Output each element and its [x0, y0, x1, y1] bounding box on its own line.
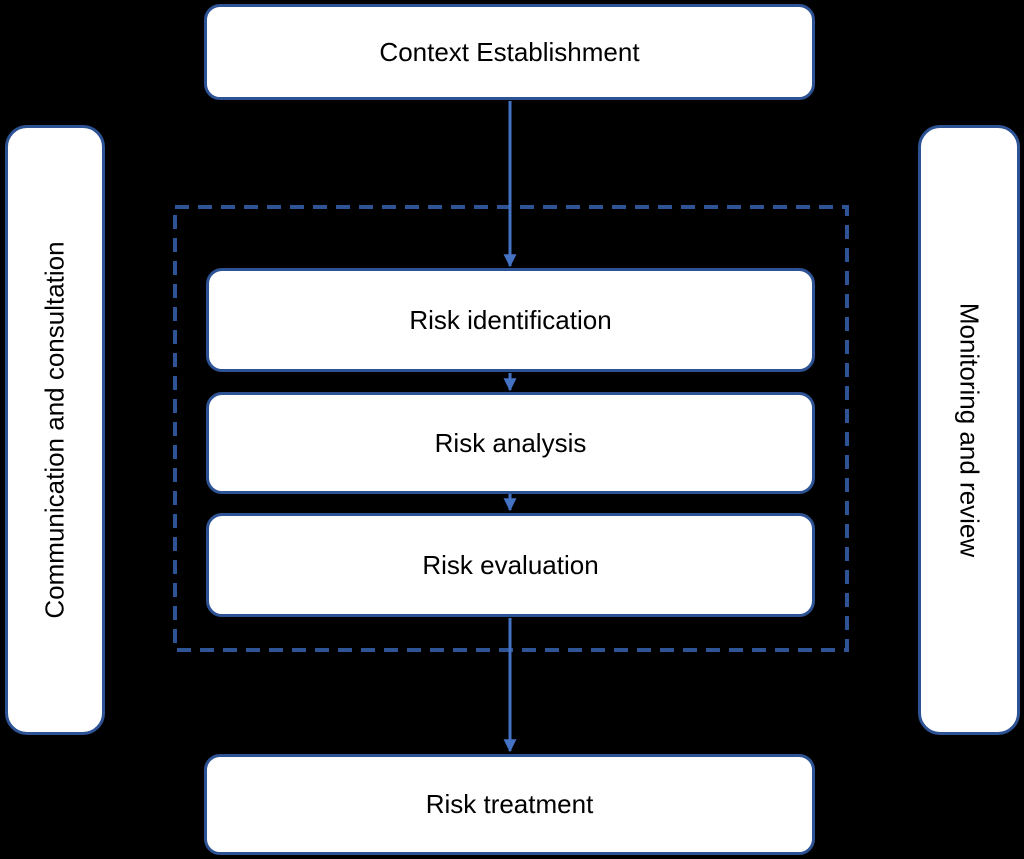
node-risk-identification-label: Risk identification [409, 304, 612, 335]
node-risk-analysis-label: Risk analysis [434, 427, 587, 458]
node-risk-treatment: Risk treatment [204, 754, 815, 855]
node-context-establishment-label: Context Establishment [379, 36, 640, 67]
node-context-establishment: Context Establishment [204, 4, 815, 100]
node-communication-and-consultation-label: Communication and consultation [39, 241, 70, 619]
node-monitoring-and-review-label: Monitoring and review [954, 302, 985, 558]
node-communication-and-consultation: Communication and consultation [5, 125, 105, 735]
node-risk-analysis: Risk analysis [206, 392, 815, 494]
node-monitoring-and-review: Monitoring and review [918, 125, 1020, 735]
node-risk-identification: Risk identification [206, 268, 815, 372]
node-risk-treatment-label: Risk treatment [425, 789, 594, 819]
node-risk-evaluation-label: Risk evaluation [422, 549, 599, 580]
node-risk-evaluation: Risk evaluation [206, 513, 815, 617]
